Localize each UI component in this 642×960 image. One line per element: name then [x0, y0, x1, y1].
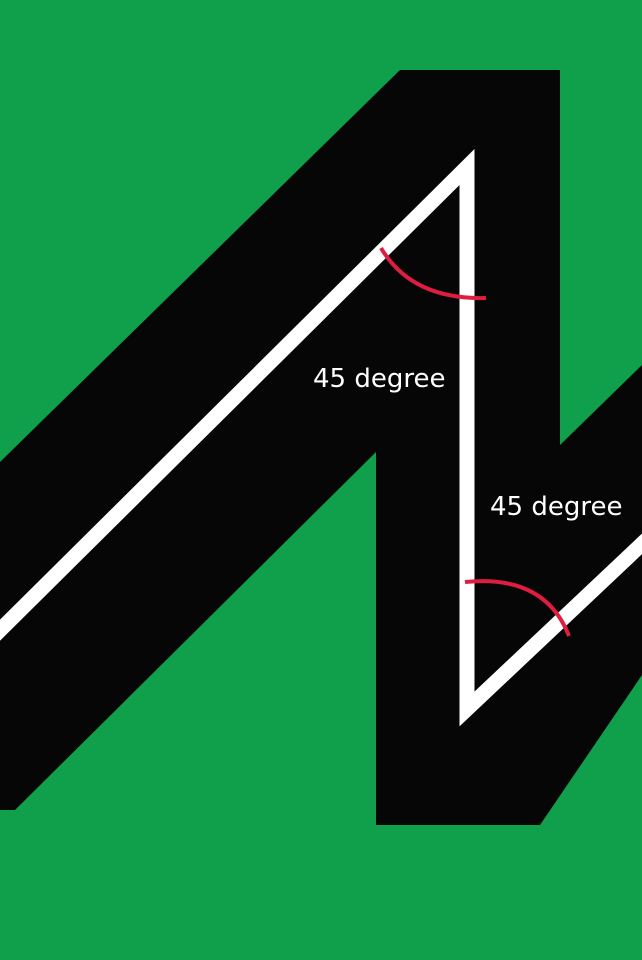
white-zigzag-stripe	[0, 148, 642, 727]
lower-angle-label: 45 degree	[490, 492, 623, 522]
upper-angle-arc	[379, 246, 487, 301]
black-zigzag-shape	[0, 70, 642, 825]
lower-angle-arc	[464, 579, 571, 637]
upper-angle-label: 45 degree	[313, 364, 446, 394]
